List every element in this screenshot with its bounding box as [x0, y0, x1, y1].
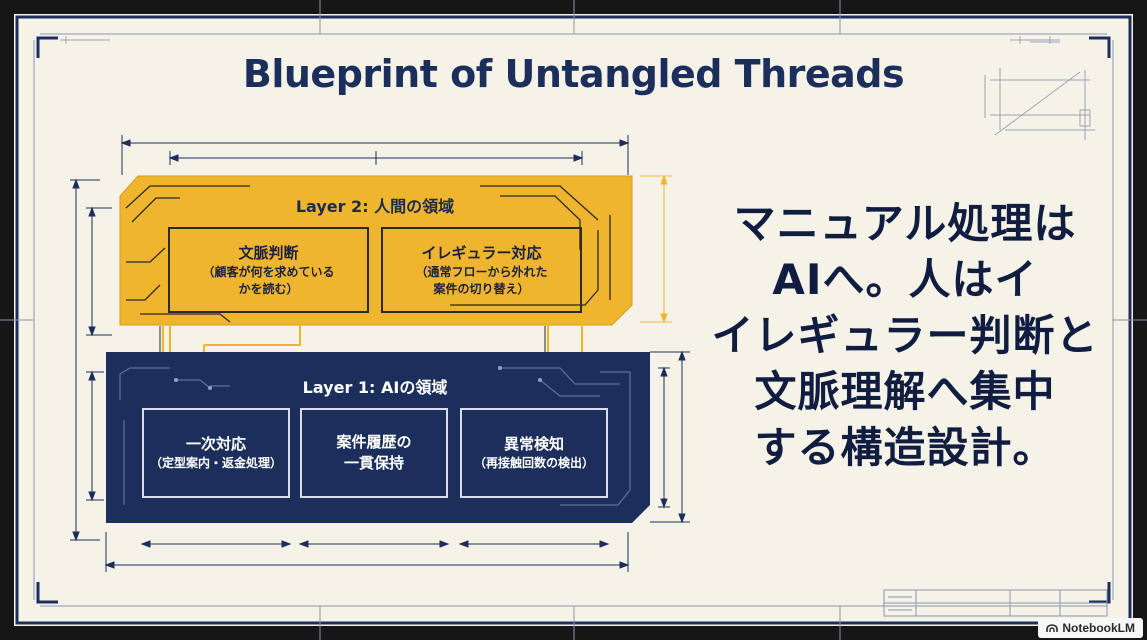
box-title: 文脈判断 — [238, 243, 299, 262]
box-subtitle: かを読む） — [238, 281, 299, 296]
layer2-label: Layer 2: 人間の領域 — [295, 197, 455, 216]
layer2-box-irregular-handling: イレギュラー対応 （通常フローから外れた 案件の切り替え） — [381, 227, 582, 313]
dimension-lines-left — [70, 178, 112, 542]
corner-marks-tl — [60, 36, 1060, 44]
box-subtitle: （再接触回数の検出） — [473, 456, 594, 470]
box-title: 異常検知 — [503, 435, 564, 453]
corner-bracket-bl — [36, 582, 58, 604]
message-line: する構造設計。 — [754, 423, 1056, 472]
box-title: イレギュラー対応 — [421, 243, 542, 262]
layer-connectors — [162, 322, 583, 356]
layer1-box-case-history: 案件履歴の 一貫保持 — [300, 408, 448, 498]
layer2-box-context-judgement: 文脈判断 （顧客が何を求めている かを読む） — [168, 227, 369, 313]
box-title-line2: 一貫保持 — [343, 454, 404, 472]
dimension-lines-bottom — [104, 532, 630, 572]
box-subtitle: 案件の切り替え） — [433, 281, 530, 296]
title-block — [883, 589, 1108, 617]
notebooklm-icon — [1046, 623, 1059, 632]
layer-connector-outlines — [159, 326, 546, 352]
box-title: 一次対応 — [185, 435, 246, 453]
notebooklm-watermark: NotebookLM — [1038, 618, 1143, 638]
layer1-circuit-dots — [174, 366, 542, 390]
technical-sketch — [984, 68, 1095, 140]
layer2-panel — [119, 175, 633, 326]
message-line: 文脈理解へ集中 — [754, 367, 1056, 416]
diagram-title: Blueprint of Untangled Threads — [242, 52, 905, 96]
watermark-text: NotebookLM — [1062, 621, 1135, 635]
dimension-lines-right-gold — [640, 174, 672, 324]
layer1-box-first-response: 一次対応 （定型案内・返金処理） — [142, 408, 290, 498]
corner-bracket-br — [1089, 582, 1111, 604]
box-subtitle: （通常フローから外れた — [415, 264, 548, 279]
box-title: 案件履歴の — [336, 433, 412, 451]
layer1-box-anomaly-detection: 異常検知 （再接触回数の検出） — [460, 408, 608, 498]
layer1-label: Layer 1: AIの領域 — [302, 378, 448, 397]
message-line: AIへ。人はイ — [772, 255, 1038, 304]
key-message: マニュアル処理は AIへ。人はイ イレギュラー判断と 文脈理解へ集中 する構造設… — [700, 196, 1110, 476]
corner-bracket-tr — [1089, 36, 1111, 58]
message-line: イレギュラー判断と — [711, 311, 1099, 360]
layer1-panel — [106, 352, 650, 523]
box-subtitle: （顧客が何を求めている — [202, 264, 335, 279]
layer1-circuit-lines — [119, 367, 631, 506]
message-line: マニュアル処理は — [733, 199, 1077, 248]
dimension-lines-top — [120, 135, 630, 175]
dimension-lines-right-navy — [650, 350, 690, 524]
box-subtitle: （定型案内・返金処理） — [149, 456, 282, 470]
corner-bracket-tl — [36, 36, 58, 58]
